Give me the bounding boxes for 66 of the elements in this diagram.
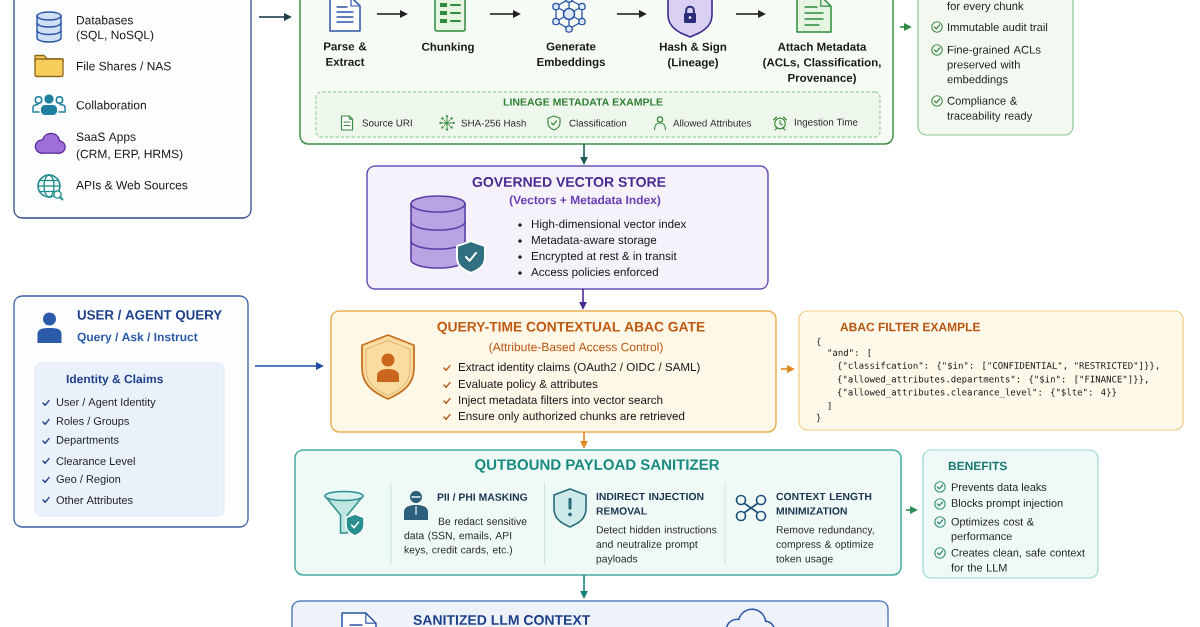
- bullet-text: Ensure only authorized chunks are retrieved: [458, 411, 685, 423]
- step-detail: (ACLs, Classification, Provenance): [763, 58, 881, 85]
- bullet-text: Evaluate policy & attributes: [458, 379, 598, 391]
- list-text: Departments: [56, 436, 119, 446]
- code-line: {"classifcation": {"$in": ["CONFIDENTIAL", "RESTRICTED"]}},: [837, 361, 1159, 371]
- code-line: {"allowed_attributes.clearance_level": {"$lte": 4}}: [837, 388, 1116, 398]
- list-text: Creates clean, safe context for the LLM: [951, 548, 1085, 572]
- bullet-text: High-dimensional vector index: [531, 219, 687, 231]
- panel-subheading: (Attribute-Based Access Control): [489, 342, 663, 354]
- list-text: for every chunk: [947, 1, 1024, 13]
- step-label: Parse & Extract: [324, 42, 367, 66]
- item-label: Databases: [77, 15, 133, 25]
- code-line: ]: [828, 402, 831, 410]
- bullet-text: Access policies enforced: [531, 267, 658, 279]
- panel-heading: GOVERNED VECTOR STORE: [472, 177, 666, 187]
- item-label: Collaboration: [76, 100, 146, 110]
- code-line: "and": [: [828, 349, 871, 357]
- panel-heading: QUERY-TIME CONTEXTUAL ABAC GATE: [437, 321, 705, 335]
- list-text: Compliance & traceability ready: [947, 96, 1033, 122]
- field-label: Allowed Attributes: [673, 119, 752, 127]
- body-text: Detect hidden instructions and neutralize prompt payloads: [596, 525, 717, 565]
- bullet-text: Extract identity claims (OAuth2 / OIDC / SAML): [458, 362, 700, 374]
- list-text: Prevents data leaks: [951, 483, 1047, 491]
- step-label: Generate Embeddings: [537, 42, 605, 69]
- item-label: APIs & Web Sources: [76, 180, 188, 190]
- list-text: Roles / Groups: [56, 416, 129, 428]
- panel-subheading: Query / Ask / Instruct: [77, 332, 198, 344]
- code-line: {: [816, 337, 821, 347]
- panel-heading: ABAC FILTER EXAMPLE: [840, 322, 980, 332]
- item-detail: (SQL, NoSQL): [76, 30, 154, 42]
- list-text: Clearance Level: [56, 456, 135, 466]
- list-text: Other Attributes: [56, 495, 133, 505]
- item-label: File Shares / NAS: [77, 61, 171, 71]
- body-text: Remove redundancy, compress & optimize token usage: [776, 525, 874, 565]
- list-text: Geo / Region: [56, 474, 121, 486]
- list-text: Fine-grained ACLs preserved with embeddings: [947, 45, 1041, 86]
- field-label: Classification: [569, 119, 627, 127]
- list-text: User / Agent Identity: [56, 397, 156, 409]
- panel-subheading: (Vectors + Metadata Index): [509, 195, 661, 207]
- panel-heading: Identity & Claims: [66, 374, 163, 386]
- code-line: {"allowed_attributes.departments": {"$in": ["FINANCE"]}},: [837, 375, 1148, 385]
- field-label: Ingestion Time: [794, 118, 858, 128]
- section-title: PII / PHI MASKING: [437, 493, 528, 501]
- list-text: Optimizes cost & performance: [951, 517, 1034, 543]
- field-label: Source URI: [362, 119, 412, 127]
- panel-heading: SANITIZED LLM CONTEXT: [413, 615, 591, 625]
- bullet-text: Metadata-aware storage: [531, 235, 657, 247]
- section-title: CONTEXT LENGTH MINIMIZATION: [776, 492, 872, 515]
- list-text: Immutable audit trail: [948, 22, 1048, 32]
- step-label: Hash & Sign: [659, 42, 727, 54]
- bullet-text: Encrypted at rest & in transit: [531, 251, 677, 263]
- step-detail: (Lineage): [668, 58, 718, 69]
- step-label: Chunking: [422, 42, 474, 54]
- body-text: Be redact sensitive data (SSN, emails, API keys, credit cards, etc.): [404, 517, 527, 556]
- panel-heading: LINEAGE METADATA EXAMPLE: [503, 98, 663, 106]
- panel-heading: BENEFITS: [948, 461, 1007, 471]
- item-label: SaaS Apps: [76, 132, 136, 144]
- code-line: }: [816, 413, 821, 423]
- field-label: SHA-256 Hash: [461, 119, 526, 127]
- step-label: Attach Metadata: [777, 42, 867, 51]
- panel-heading: QUTBOUND PAYLOAD SANITIZER: [475, 459, 720, 473]
- panel-heading: USER / AGENT QUERY: [77, 309, 222, 323]
- list-text: Blocks prompt injection: [951, 498, 1063, 510]
- item-detail: (CRM, ERP, HRMS): [76, 149, 183, 161]
- bullet-text: Inject metadata filters into vector search: [459, 395, 663, 407]
- section-title: INDIRECT INJECTION REMOVAL: [596, 492, 704, 515]
